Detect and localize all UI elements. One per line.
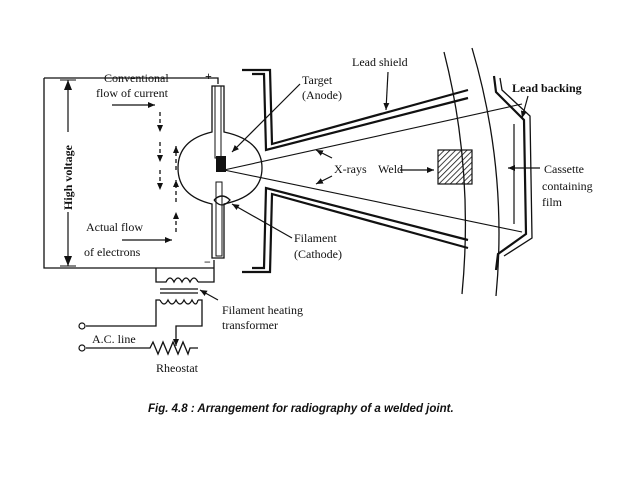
conventional-label-line2: flow of current: [96, 86, 169, 100]
plus-sign: +: [205, 69, 212, 83]
ac-line-rheostat: [78, 322, 198, 356]
conventional-current-arrows: [112, 102, 163, 190]
high-voltage-label: High voltage: [61, 144, 75, 210]
xrays-label: X-rays: [334, 162, 367, 176]
cassette-label-line3: film: [542, 195, 563, 209]
weld-label: Weld: [378, 162, 403, 176]
xray-tube: [177, 85, 263, 259]
lead-shield: [242, 68, 469, 274]
cassette-label-line1: Cassette: [544, 162, 584, 176]
transformer-label-line1: Filament heating: [222, 303, 303, 317]
high-voltage-indicator: High voltage: [60, 79, 76, 267]
lead-backing-label: Lead backing: [512, 81, 582, 95]
actual-flow-label-line1: Actual flow: [86, 220, 143, 234]
filament-transformer: [86, 268, 215, 338]
high-voltage-circuit: [43, 77, 219, 269]
minus-sign: −: [204, 255, 211, 269]
figure-caption: Fig. 4.8 : Arrangement for radiography o…: [148, 403, 454, 415]
ac-line-label: A.C. line: [92, 332, 136, 346]
transformer-label-line2: transformer: [222, 318, 278, 332]
target-label-line1: Target: [302, 73, 333, 87]
curved-workpiece: [437, 47, 500, 297]
actual-flow-label-line2: of electrons: [84, 245, 141, 259]
rheostat-label: Rheostat: [156, 361, 199, 375]
filament-label-line1: Filament: [294, 231, 337, 245]
weld-region: [437, 149, 473, 185]
lead-backing: [492, 75, 533, 271]
electron-flow-arrows: [122, 146, 179, 243]
pointer-arrows: [199, 71, 540, 301]
target-label-line2: (Anode): [302, 88, 342, 102]
conventional-label-line1: Conventional: [104, 71, 169, 85]
lead-shield-label: Lead shield: [352, 55, 408, 69]
xray-beams: [223, 103, 523, 233]
cassette-label-line2: containing: [542, 179, 593, 193]
filament-label-line2: (Cathode): [294, 247, 342, 261]
